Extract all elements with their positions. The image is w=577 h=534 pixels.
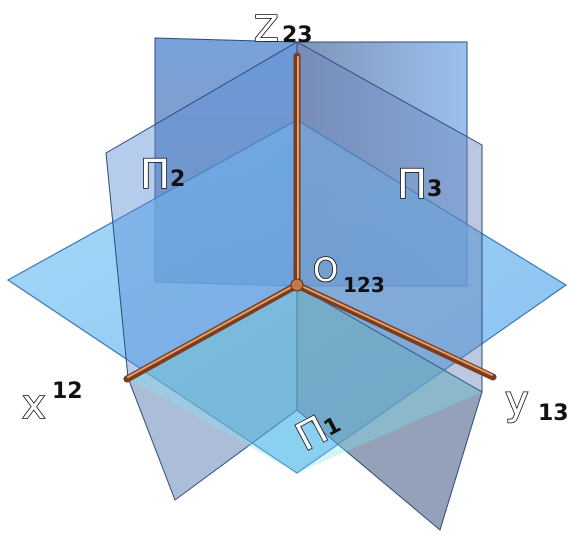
profile-plane-letter: Π [397, 162, 427, 208]
z-axis-label: Z 23 [253, 8, 313, 51]
x-axis-label: x 12 [21, 379, 83, 429]
frontal-plane-label: Π 2 [139, 151, 185, 199]
origin-label: O 123 [312, 250, 385, 297]
z-axis-index: 23 [282, 23, 313, 48]
z-axis-letter: Z [254, 9, 279, 50]
x-axis-highlight [127, 283, 298, 378]
frontal-plane-index: 2 [170, 167, 185, 192]
frontal-plane-letter: Π [140, 152, 170, 198]
origin-point [290, 278, 304, 292]
x-axis-index: 12 [52, 379, 83, 404]
origin-letter: O [313, 251, 338, 289]
profile-plane-label: Π 3 [396, 161, 442, 209]
origin-index: 123 [343, 273, 385, 297]
profile-plane-lower [296, 285, 483, 531]
y-axis-letter: y [505, 378, 529, 424]
y-axis-label: y 13 [504, 377, 569, 426]
y-axis-index: 13 [538, 401, 569, 426]
x-axis-letter: x [22, 382, 46, 428]
y-axis-highlight [296, 283, 493, 376]
profile-plane-index: 3 [427, 177, 442, 202]
